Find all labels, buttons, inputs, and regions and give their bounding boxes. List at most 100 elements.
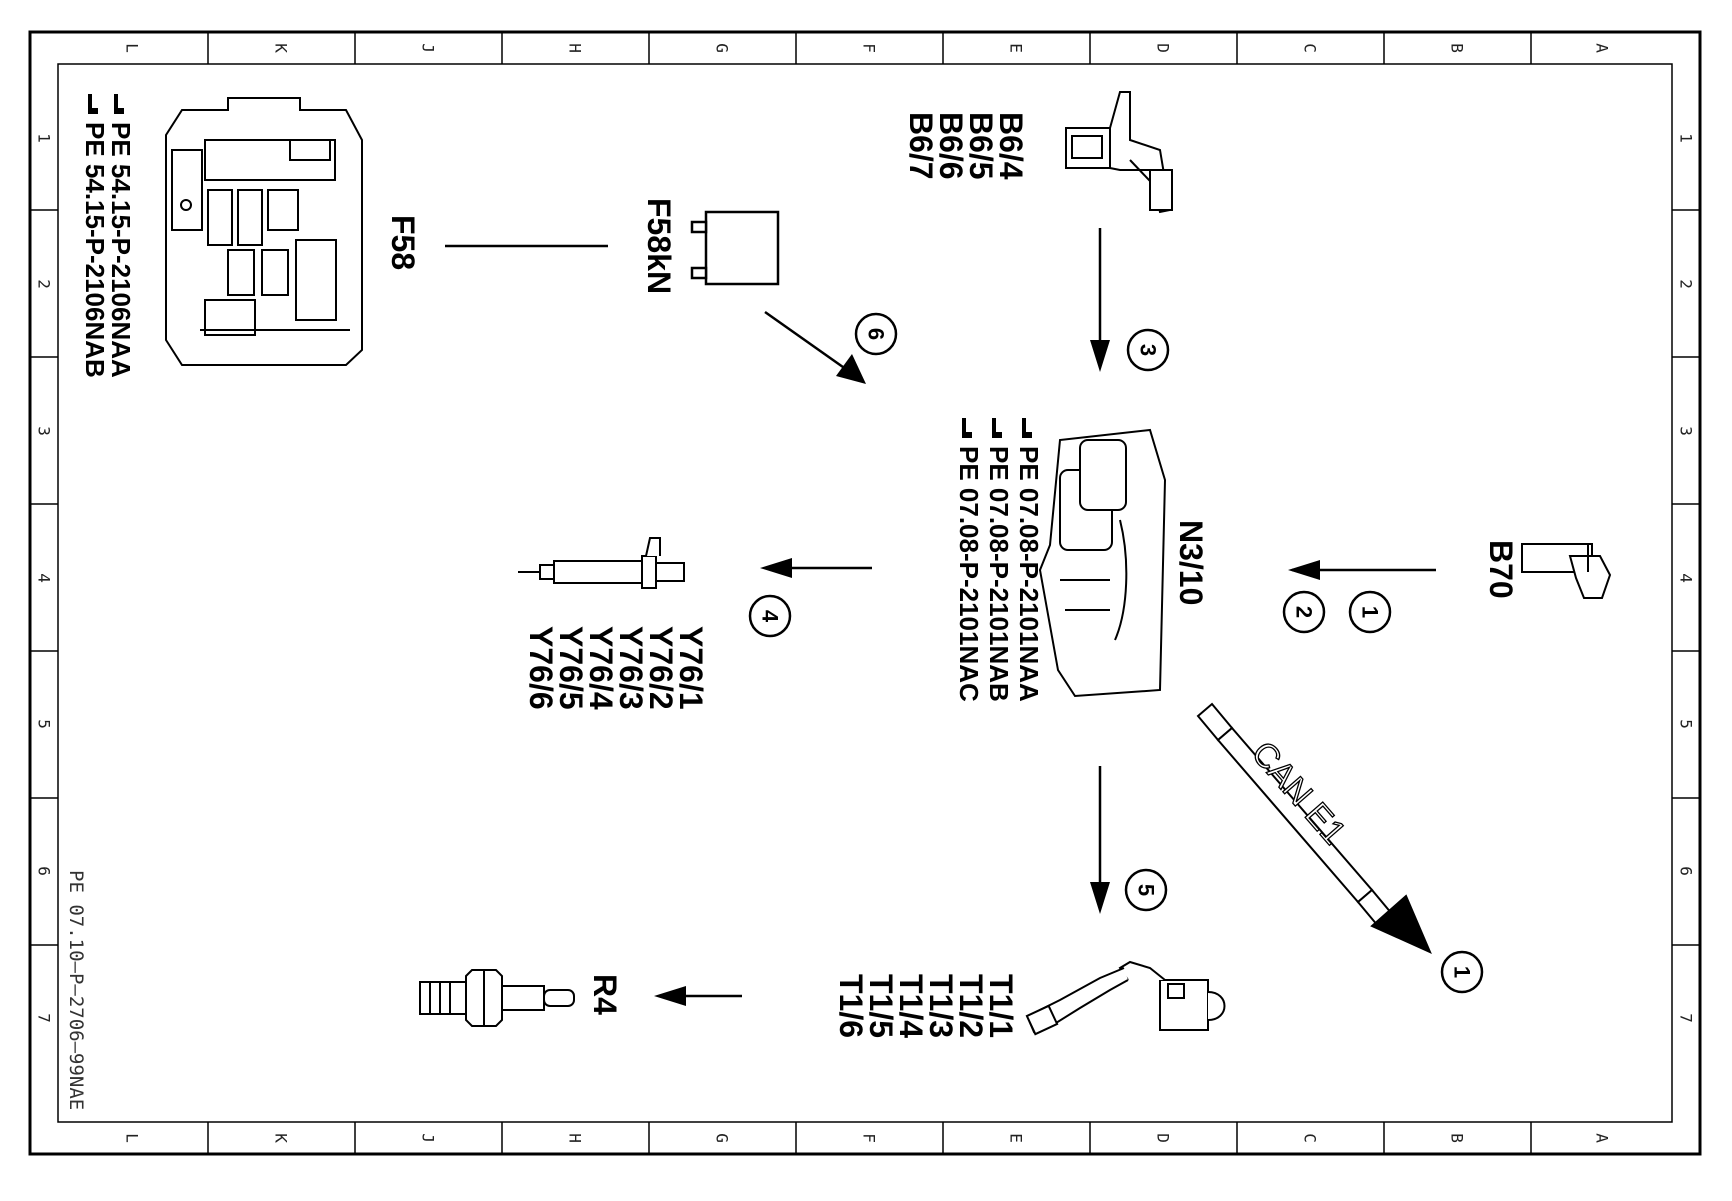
ecu-refs: PE 07.08-P-2101NAA PE 07.08-P-2101NAB PE… [954,418,1044,702]
ecu-ref: PE 07.08-P-2101NAA [1014,446,1044,702]
ignition-coil-label: T1/4 [893,974,929,1038]
col-letter-bottom: D [1154,1133,1173,1143]
camshaft-sensor-label: B6/7 [903,112,939,180]
signal-badge-1: 1 [1348,590,1392,634]
signal-number: 1 [1358,606,1383,618]
injector-label: Y76/3 [613,626,649,710]
row-number-right: 7 [1677,1013,1696,1023]
ignition-coil-label: T1/3 [923,974,959,1038]
hand-pointer-icon [962,418,972,438]
ecu-ref: PE 07.08-P-2101NAC [954,446,984,702]
signal-number: 4 [758,610,783,623]
camshaft-sensor-label: B6/6 [933,112,969,180]
spark-plug-icon [419,969,575,1027]
row-number-left: 1 [35,133,54,143]
relay-label: F58kN [641,198,677,294]
hand-pointer-icon [992,418,1002,438]
ecu-icon [1038,428,1167,698]
injector-labels: Y76/1 Y76/2 Y76/3 Y76/4 Y76/5 Y76/6 [523,626,709,710]
fuse-box-ref: PE 54.15-P-2106NAB [80,122,110,378]
camshaft-sensor-label: B6/4 [993,112,1029,180]
col-letter-bottom: L [123,1133,142,1143]
ignition-coil-labels: T1/1 T1/2 T1/3 T1/4 T1/5 T1/6 [833,974,1019,1038]
injector-label: Y76/6 [523,626,559,710]
signal-number: 5 [1134,884,1159,896]
row-number-right: 2 [1677,279,1696,289]
col-letter-top: A [1593,43,1612,53]
injector-icon [518,537,685,589]
ecu-ref: PE 07.08-P-2101NAB [984,446,1014,702]
signal-arrow-4 [760,558,872,578]
row-number-left: 6 [35,866,54,876]
row-number-right: 3 [1677,426,1696,436]
camshaft-sensor-labels: B6/4 B6/5 B6/6 B6/7 [903,112,1029,180]
signal-badge-4: 4 [748,594,792,638]
injector-label: Y76/1 [673,626,709,710]
signal-arrow-3 [1090,228,1110,372]
frame-column-letters-bottom: L K J H G F E D C B A [123,1133,1612,1143]
can-bus-icon [1196,702,1432,954]
crankshaft-sensor-icon [1521,543,1612,599]
row-number-left: 4 [35,573,54,583]
row-number-right: 1 [1677,133,1696,143]
signal-number: 3 [1136,344,1161,356]
camshaft-sensor-label: B6/5 [963,112,999,180]
row-number-left: 5 [35,719,54,729]
signal-badge-can: 1 [1440,950,1484,994]
col-letter-top: J [419,43,438,53]
signal-number: 6 [864,328,889,340]
row-number-left: 3 [35,426,54,436]
ignition-coil-label: T1/2 [953,974,989,1038]
injector-label: Y76/5 [553,626,589,710]
signal-number: 1 [1450,966,1475,978]
hand-pointer-icon [114,94,124,114]
ecu-label: N3/10 [1173,520,1209,605]
hand-pointer-icon [1022,418,1032,438]
col-letter-top: E [1007,43,1026,53]
col-letter-top: K [272,43,291,53]
frame-column-letters-top: L K J H G F E D C B A [123,43,1612,53]
signal-arrow-6 [764,310,866,384]
injector-label: Y76/2 [643,626,679,710]
frame-row-numbers-right: 1 2 3 4 5 6 7 [1677,133,1696,1023]
col-letter-top: H [566,43,585,53]
ignition-coil-icon [1025,960,1226,1036]
ignition-coil-label: T1/1 [983,974,1019,1038]
col-letter-bottom: E [1007,1133,1026,1143]
row-number-right: 6 [1677,866,1696,876]
ignition-coil-label: T1/6 [833,974,869,1038]
drawing-frame [28,30,1702,1156]
ignition-coil-label: T1/5 [863,974,899,1038]
col-letter-bottom: H [566,1133,585,1143]
signal-arrow-5 [1090,766,1110,914]
col-letter-top: D [1154,43,1173,53]
relay-icon [690,210,780,286]
signal-number: 2 [1292,606,1317,618]
col-letter-bottom: G [713,1133,732,1143]
col-letter-top: G [713,43,732,53]
signal-badge-3: 3 [1126,328,1170,372]
document-id: PE 07.10–P–2706–99NAE [65,870,87,1110]
hand-pointer-icon [88,94,98,114]
row-number-left: 2 [35,279,54,289]
signal-arrow-1-2 [1288,560,1436,580]
col-letter-top: L [123,43,142,53]
fuse-box-icon [165,97,363,366]
col-letter-top: B [1448,43,1467,53]
signal-badge-5: 5 [1124,868,1168,912]
col-letter-bottom: B [1448,1133,1467,1143]
fuse-box-ref: PE 54.15-P-2106NAA [106,122,136,378]
signal-badge-6: 6 [854,312,898,356]
row-number-left: 7 [35,1013,54,1023]
col-letter-bottom: J [419,1133,438,1143]
col-letter-top: C [1301,43,1320,53]
col-letter-bottom: F [860,1133,879,1143]
row-number-right: 4 [1677,573,1696,583]
row-number-right: 5 [1677,719,1696,729]
injector-label: Y76/4 [583,626,619,710]
camshaft-sensor-icon [1065,91,1173,214]
col-letter-bottom: K [272,1133,291,1143]
signal-arrow-ignition [654,986,742,1006]
